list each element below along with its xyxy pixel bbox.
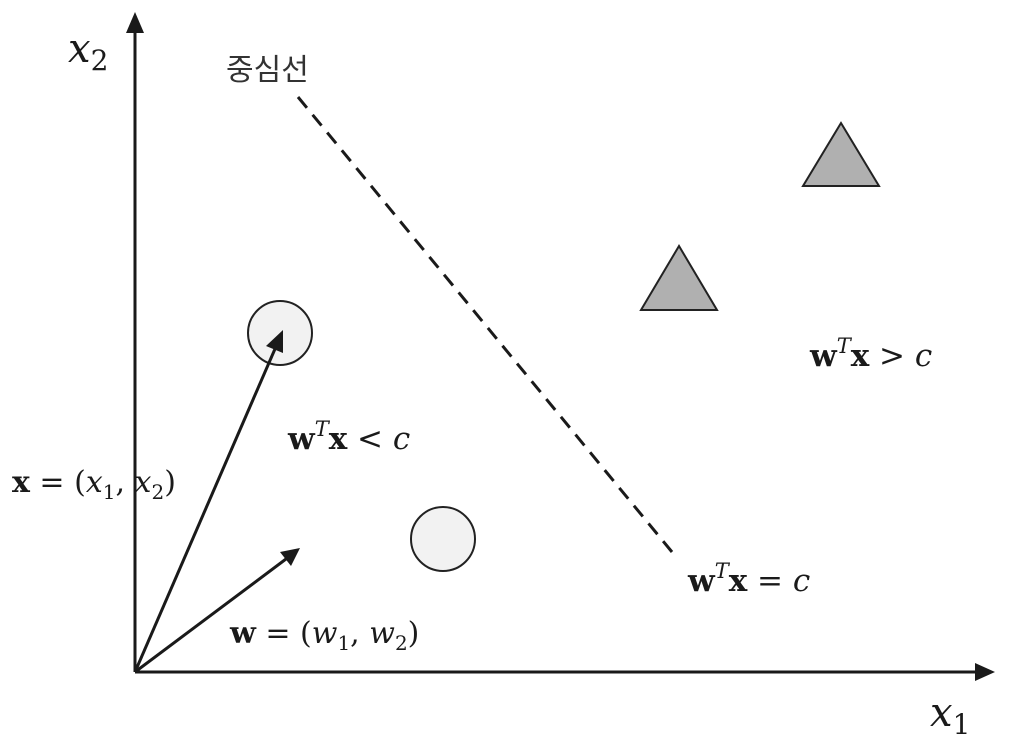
circle-marker-lower — [410, 506, 476, 572]
center-line-label: 중심선 — [226, 53, 309, 88]
inequality-less: wTx < c — [287, 417, 410, 457]
triangle-marker-top — [801, 121, 881, 187]
x-vector-arrowhead — [266, 330, 283, 353]
x-vector-arrow — [133, 341, 280, 673]
w-vector-label: w = (w1, w2) — [229, 616, 419, 655]
x-vector-label: x = (x1, x2) — [12, 465, 176, 504]
y-axis-arrowhead — [126, 12, 144, 33]
w-vector-arrow — [134, 554, 291, 674]
x-axis-label: x1 — [930, 690, 970, 741]
w-vector-arrowhead — [280, 548, 300, 566]
equation-boundary: wTx = c — [687, 559, 810, 599]
inequality-greater: wTx > c — [809, 334, 932, 374]
triangle-marker-middle — [639, 244, 719, 311]
x-axis-arrowhead — [975, 663, 995, 681]
center-line — [296, 96, 674, 553]
y-axis-label: x2 — [68, 26, 108, 77]
